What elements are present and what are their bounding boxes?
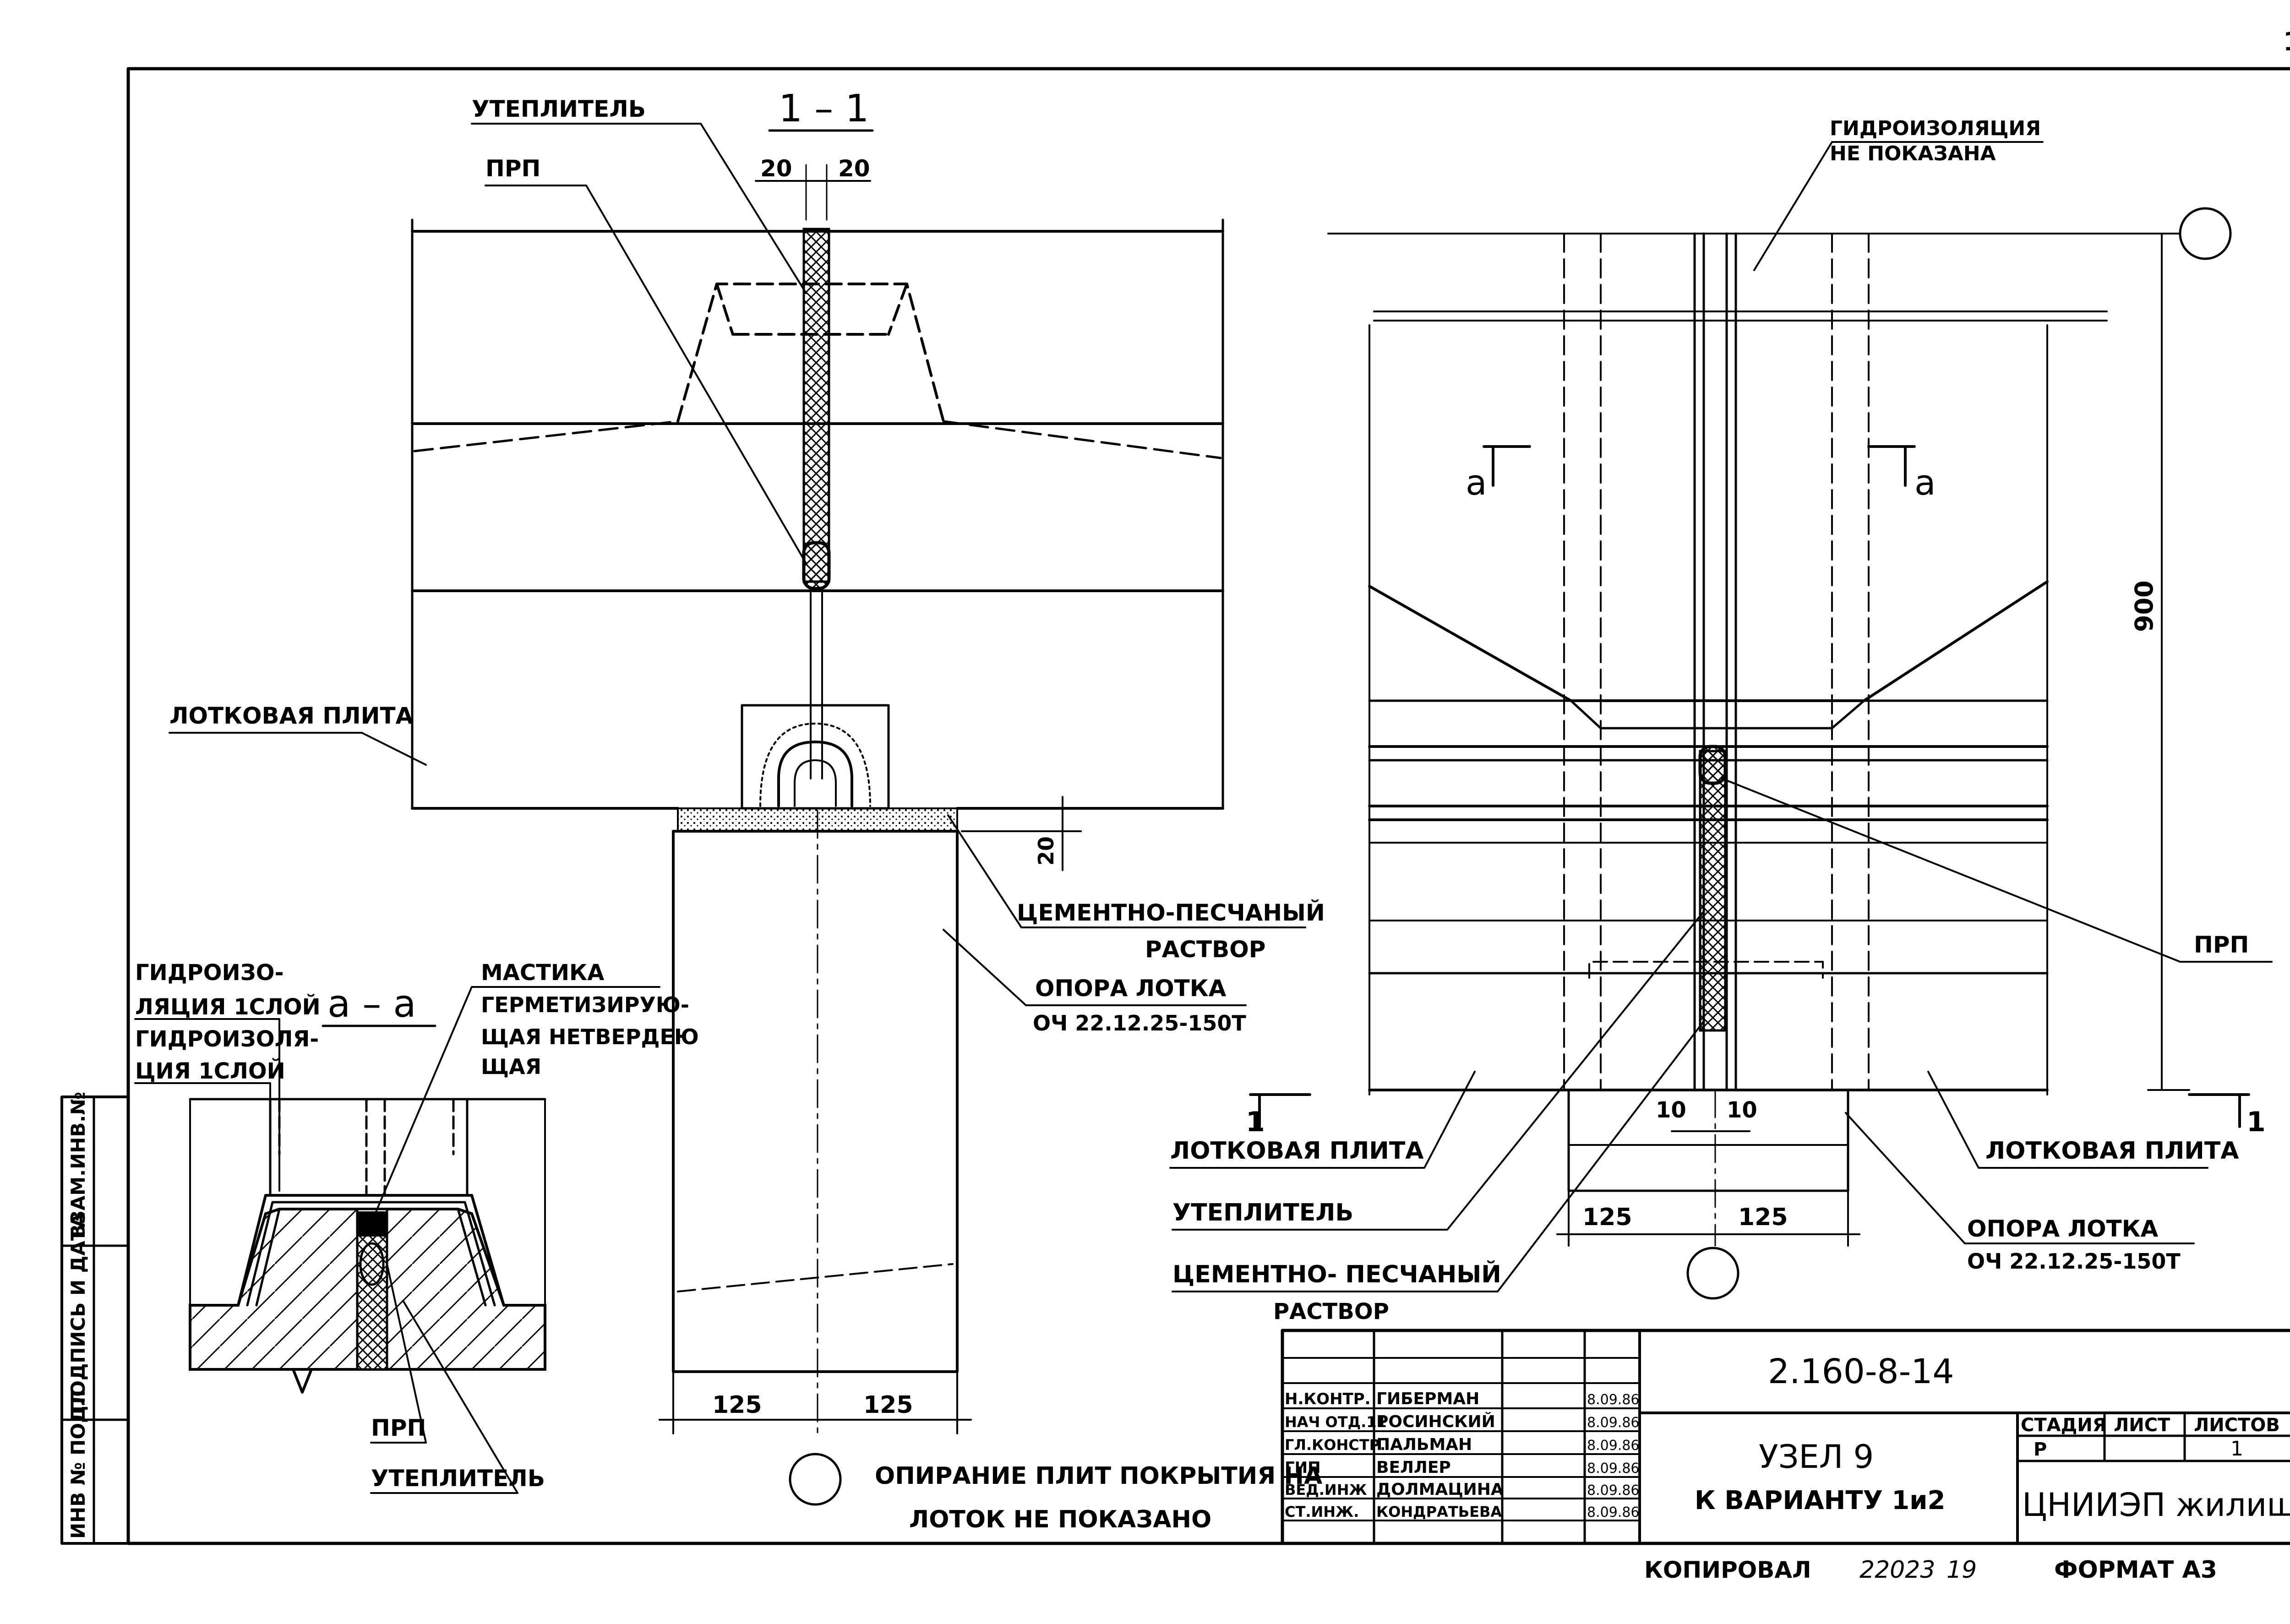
stamp-name: ДОЛМАЦИНА xyxy=(1376,1480,1504,1499)
section-a-a-title: а – а xyxy=(327,982,416,1026)
label-waterproof-a: ГИДРОИЗОЛЯЦИЯ xyxy=(1830,117,2041,140)
side-stamp: ИНВ № ПОДЛ ПОДПИСЬ И ДАТА ВЗАМ.ИНВ.№ xyxy=(60,1092,130,1545)
drawing-frame xyxy=(126,67,2290,1545)
label-tray-slab-1-1: ЛОТКОВАЯ ПЛИТА xyxy=(169,703,414,729)
cut-1-right: 1 xyxy=(2246,1106,2266,1138)
stamp-row-2: НАЧ ОТД.11 РОСИНСКИЙ 8.09.86 xyxy=(1285,1412,1640,1431)
label-wp2-b: ЦИЯ 1СЛОЙ xyxy=(135,1058,285,1084)
label-support-1-1-b: ОЧ 22.12.25-150Т xyxy=(1033,1011,1246,1035)
dim-20-right: 20 xyxy=(838,155,870,182)
plan-view: 900 10 10 125 125 а а 1 1 ГИДРОИЗОЛЯЦИЯ … xyxy=(1169,117,2273,1324)
label-mortar-1-1-a: ЦЕМЕНТНО-ПЕСЧАНЫЙ xyxy=(1017,899,1325,926)
copied-page: 19 xyxy=(1946,1556,1977,1584)
stamp-replaces-inv: ВЗАМ.ИНВ.№ xyxy=(67,1092,89,1239)
stamp-name: ГИБЕРМАН xyxy=(1376,1390,1479,1408)
format-label: ФОРМАТ А3 xyxy=(2054,1556,2217,1584)
tray-support xyxy=(672,830,959,1373)
label-tray-right: ЛОТКОВАЯ ПЛИТА xyxy=(1985,1137,2239,1165)
dim-20-left: 20 xyxy=(760,155,792,182)
axis-marker-top xyxy=(2179,207,2232,260)
stamp-name: РОСИНСКИЙ xyxy=(1376,1412,1495,1431)
title-block: Н.КОНТР. ГИБЕРМАН 8.09.86 НАЧ ОТД.11 РОС… xyxy=(1281,1329,2290,1584)
note-support-2: ЛОТОК НЕ ПОКАЗАНО xyxy=(909,1506,1211,1533)
stamp-role: НАЧ ОТД.11 xyxy=(1285,1413,1387,1431)
dim-20-mortar: 20 xyxy=(1034,836,1058,866)
stamp-date: 8.09.86 xyxy=(1587,1482,1640,1499)
stamp-role: ГИП xyxy=(1285,1459,1321,1477)
label-insulation-1-1: УТЕПЛИТЕЛЬ xyxy=(472,96,646,122)
label-insulation-plan: УТЕПЛИТЕЛЬ xyxy=(1172,1199,1353,1226)
stamp-name: КОНДРАТЬЕВА xyxy=(1376,1503,1502,1520)
stamp-role: СТ.ИНЖ. xyxy=(1285,1503,1359,1520)
dim-10-right: 10 xyxy=(1727,1097,1757,1123)
cut-a-right: а xyxy=(1914,462,1936,503)
copied-label: КОПИРОВАЛ xyxy=(1644,1557,1811,1583)
dim-125-left: 125 xyxy=(712,1391,762,1419)
node-title: УЗЕЛ 9 xyxy=(1759,1438,1874,1476)
label-wp2-a: ГИДРОИЗОЛЯ- xyxy=(135,1026,319,1052)
label-support-1-1-a: ОПОРА ЛОТКА xyxy=(1035,975,1227,1002)
label-mastic-3: ЩАЯ НЕТВЕРДЕЮ xyxy=(481,1025,699,1049)
dim-125-right: 125 xyxy=(863,1391,913,1419)
note-support-1: ОПИРАНИЕ ПЛИТ ПОКРЫТИЯ НА xyxy=(875,1462,1322,1490)
stamp-row-1: Н.КОНТР. ГИБЕРМАН 8.09.86 xyxy=(1285,1390,1640,1408)
copied-number: 22023 xyxy=(1859,1556,1935,1584)
cut-1-left: 1 xyxy=(1246,1106,1265,1138)
label-mastic-4: ЩАЯ xyxy=(481,1054,541,1079)
label-mastic-2: ГЕРМЕТИЗИРУЮ- xyxy=(481,992,689,1017)
variant-label: К ВАРИАНТУ 1и2 xyxy=(1695,1486,1945,1515)
plan-joint-insulation xyxy=(1699,750,1727,1032)
section-a-a: а – а ГИДРОИЗО- ЛЯЦИЯ 1СЛОЙ ГИДРОИЗОЛЯ- … xyxy=(134,960,699,1494)
document-code: 2.160-8-14 xyxy=(1768,1352,1954,1391)
stamp-role: ВЕД.ИНЖ xyxy=(1285,1481,1367,1499)
stamp-row-4: ГИП ВЕЛЛЕР 8.09.86 xyxy=(1285,1458,1640,1477)
section-1-1: 1 – 1 20 20 xyxy=(169,87,1325,1533)
stamp-name: ВЕЛЛЕР xyxy=(1376,1458,1451,1477)
stage-value: Р xyxy=(2034,1439,2047,1460)
stamp-role: Н.КОНТР. xyxy=(1285,1390,1371,1408)
label-prp-1-1: ПРП xyxy=(485,155,540,182)
joint-insulation xyxy=(802,228,830,583)
label-mortar-1-1-b: РАСТВОР xyxy=(1145,936,1265,963)
label-support-plan-b: ОЧ 22.12.25-150Т xyxy=(1967,1249,2181,1274)
stamp-date: 8.09.86 xyxy=(1587,1504,1640,1520)
stamp-row-3: ГЛ.КОНСТР. ПАЛЬМАН 8.09.86 xyxy=(1285,1435,1640,1454)
dim-900: 900 xyxy=(2130,580,2159,632)
stamp-row-5: ВЕД.ИНЖ ДОЛМАЦИНА 8.09.86 xyxy=(1285,1480,1640,1499)
stamp-row-6: СТ.ИНЖ. КОНДРАТЬЕВА 8.09.86 xyxy=(1285,1503,1640,1520)
axis-marker-bottom xyxy=(1686,1247,1739,1300)
stamp-role: ГЛ.КОНСТР. xyxy=(1285,1436,1385,1454)
label-waterproof-b: НЕ ПОКАЗАНА xyxy=(1830,142,1996,165)
label-mastic-1: МАСТИКА xyxy=(481,960,604,986)
label-wp1-a: ГИДРОИЗО- xyxy=(135,960,284,986)
stamp-name: ПАЛЬМАН xyxy=(1376,1435,1472,1454)
stamp-date: 8.09.86 xyxy=(1587,1392,1640,1408)
dim-125-plan-left: 125 xyxy=(1582,1204,1632,1231)
label-prp-plan: ПРП xyxy=(2194,932,2249,958)
label-insulation-a-a: УТЕПЛИТЕЛЬ xyxy=(371,1465,545,1492)
stamp-inv-podl: ИНВ № ПОДЛ xyxy=(67,1390,89,1539)
stamp-date: 8.09.86 xyxy=(1587,1415,1640,1431)
sheets-header: ЛИСТОВ xyxy=(2194,1415,2280,1436)
cut-a-left: а xyxy=(1466,462,1487,503)
stamp-signature-date: ПОДПИСЬ И ДАТА xyxy=(67,1213,89,1413)
axis-marker-circle xyxy=(789,1453,842,1506)
sheets-value: 1 xyxy=(2230,1437,2243,1461)
label-tray-left: ЛОТКОВАЯ ПЛИТА xyxy=(1170,1137,1424,1165)
stamp-date: 8.09.86 xyxy=(1587,1438,1640,1454)
label-wp1-b: ЛЯЦИЯ 1СЛОЙ xyxy=(135,994,321,1020)
label-mortar-plan-b: РАСТВОР xyxy=(1273,1299,1389,1324)
stage-header: СТАДИЯ xyxy=(2021,1415,2107,1436)
section-1-1-title: 1 – 1 xyxy=(779,87,869,131)
label-mortar-plan-a: ЦЕМЕНТНО- ПЕСЧАНЫЙ xyxy=(1172,1260,1501,1288)
organization: ЦНИИЭП жилища xyxy=(2022,1486,2290,1524)
dim-125-plan-right: 125 xyxy=(1738,1204,1788,1231)
stamp-date: 8.09.86 xyxy=(1587,1461,1640,1477)
sheet-header: ЛИСТ xyxy=(2114,1415,2170,1436)
label-prp-a-a: ПРП xyxy=(371,1415,426,1441)
label-support-plan-a: ОПОРА ЛОТКА xyxy=(1967,1215,2159,1242)
dim-10-left: 10 xyxy=(1656,1097,1686,1123)
page-number: 18 xyxy=(2283,27,2290,57)
